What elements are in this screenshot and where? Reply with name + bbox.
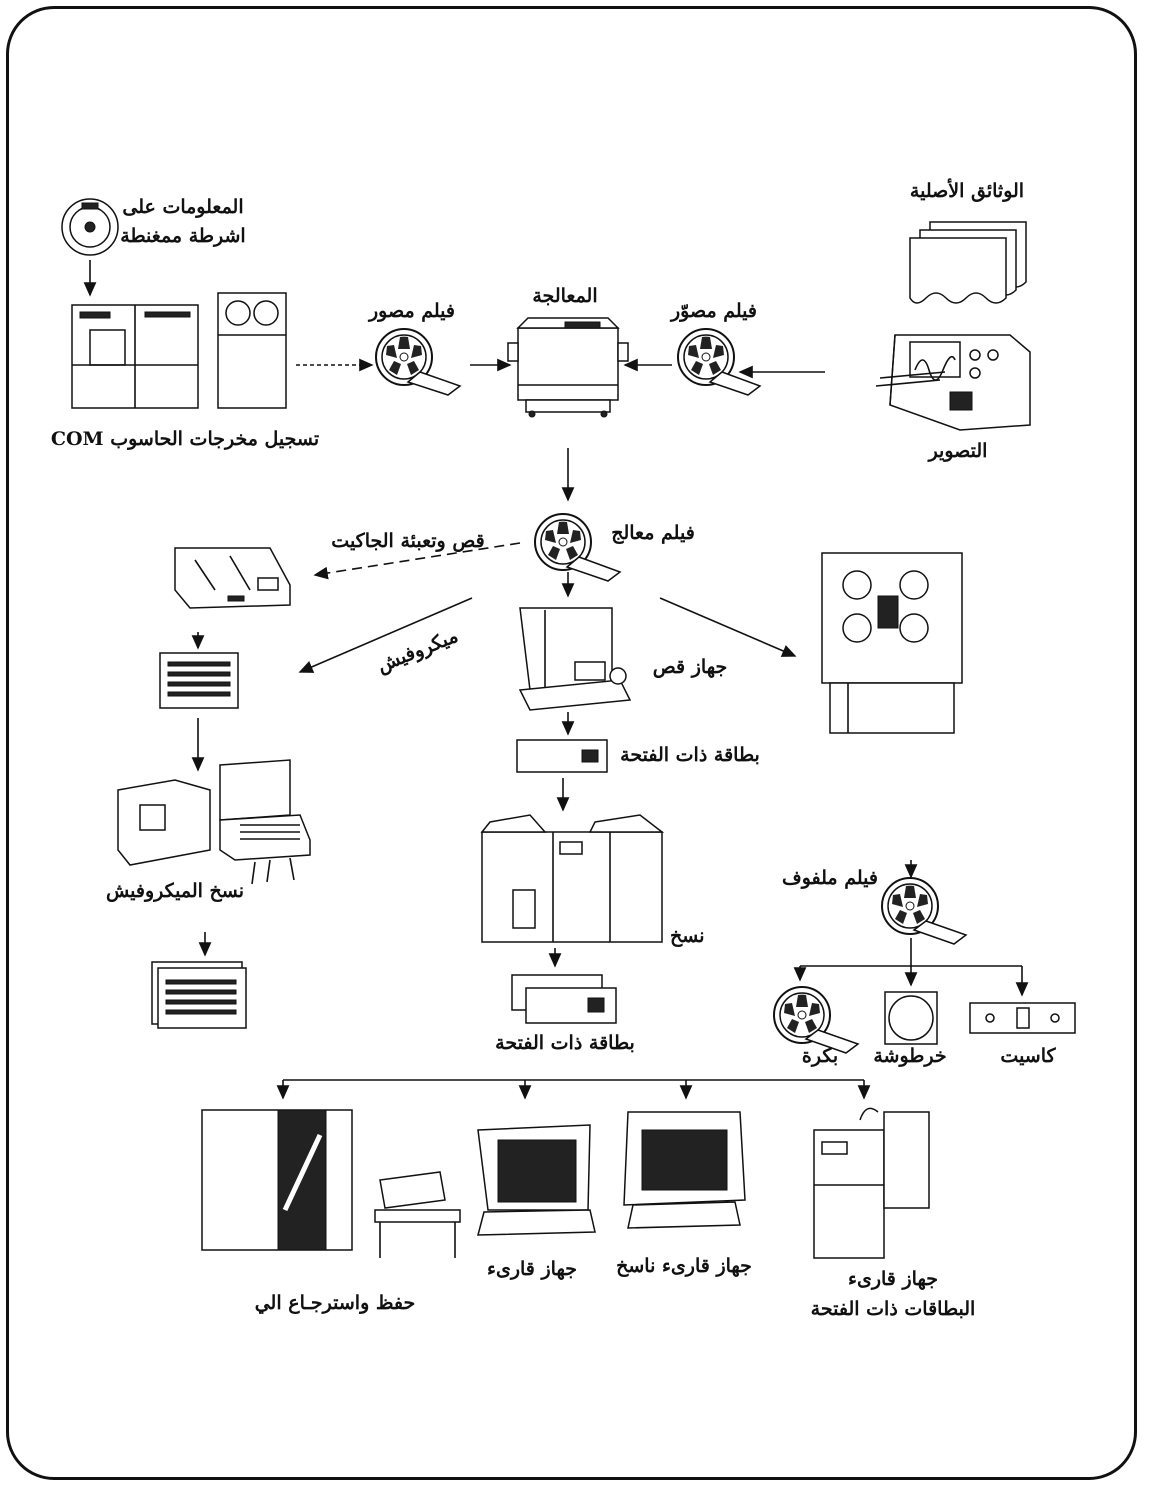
processed-film-label: فيلم معالج [611,522,695,544]
camera-icon [876,335,1030,430]
processor-icon [508,318,628,417]
rolled-film-label: فيلم ملفوف [782,867,878,889]
cut-fill-jackets-label: قص وتعبئة الجاكيت [331,530,484,552]
cassette-icon [970,1003,1075,1033]
tape-info-label-line1: المعلومات على [122,196,243,218]
reader-printer-label: جهاز قارىء ناسخ [616,1255,752,1277]
original-documents-icon [910,222,1026,303]
aperture-card-copies-label: بطاقة ذات الفتحة [495,1032,635,1054]
aperture-card-label: بطاقة ذات الفتحة [620,744,760,766]
tape-info-label-line2: اشرطة ممغنطة [120,225,245,247]
auto-storage-label: حفظ واسترجـاع الي [255,1292,416,1314]
camera-label: التصوير [929,440,988,462]
magnetic-tape-icon [62,199,118,255]
microfiche-duplicator-icon [118,760,310,884]
cassette-label: كاسيت [1000,1045,1055,1067]
reader-icon [478,1125,595,1235]
com-recording-label: تسجيل مخرجات الحاسوب COM [51,428,319,450]
aperture-reader-label-line2: البطاقات ذات الفتحة [811,1298,976,1320]
microfiche-copies-icon [152,962,246,1028]
microfiche-sheet-icon [160,653,238,708]
roll-film-unit-icon [822,553,962,733]
jacket-filler-icon [175,548,290,608]
reader-printer-icon [624,1112,745,1228]
cutter-label: جهاز قص [653,656,727,678]
cutter-icon [520,608,630,710]
original-documents-label: الوثائق الأصلية [910,180,1024,202]
aperture-reader-label-line1: جهاز قارىء [848,1268,938,1290]
com-recorder-icon [72,293,286,408]
cartridge-icon [885,992,937,1044]
reader-label: جهاز قارىء [487,1258,577,1280]
aperture-card-reader-icon [814,1108,929,1258]
filmed-film-left-label: فيلم مصور [369,300,455,322]
reel-label: بكرة [802,1045,838,1067]
duplicator-icon [482,815,662,942]
processing-label: المعالجة [532,285,597,307]
duplication-label: نسخ [670,925,705,947]
aperture-card-icon [517,740,607,772]
filmed-film-right-label: فيلم مصوّر [671,300,757,322]
cartridge-label: خرطوشة [873,1045,946,1067]
microfiche-dup-label: نسخ الميكروفيش [106,880,244,902]
auto-storage-icon [202,1110,460,1258]
aperture-card-copies-icon [512,975,616,1023]
